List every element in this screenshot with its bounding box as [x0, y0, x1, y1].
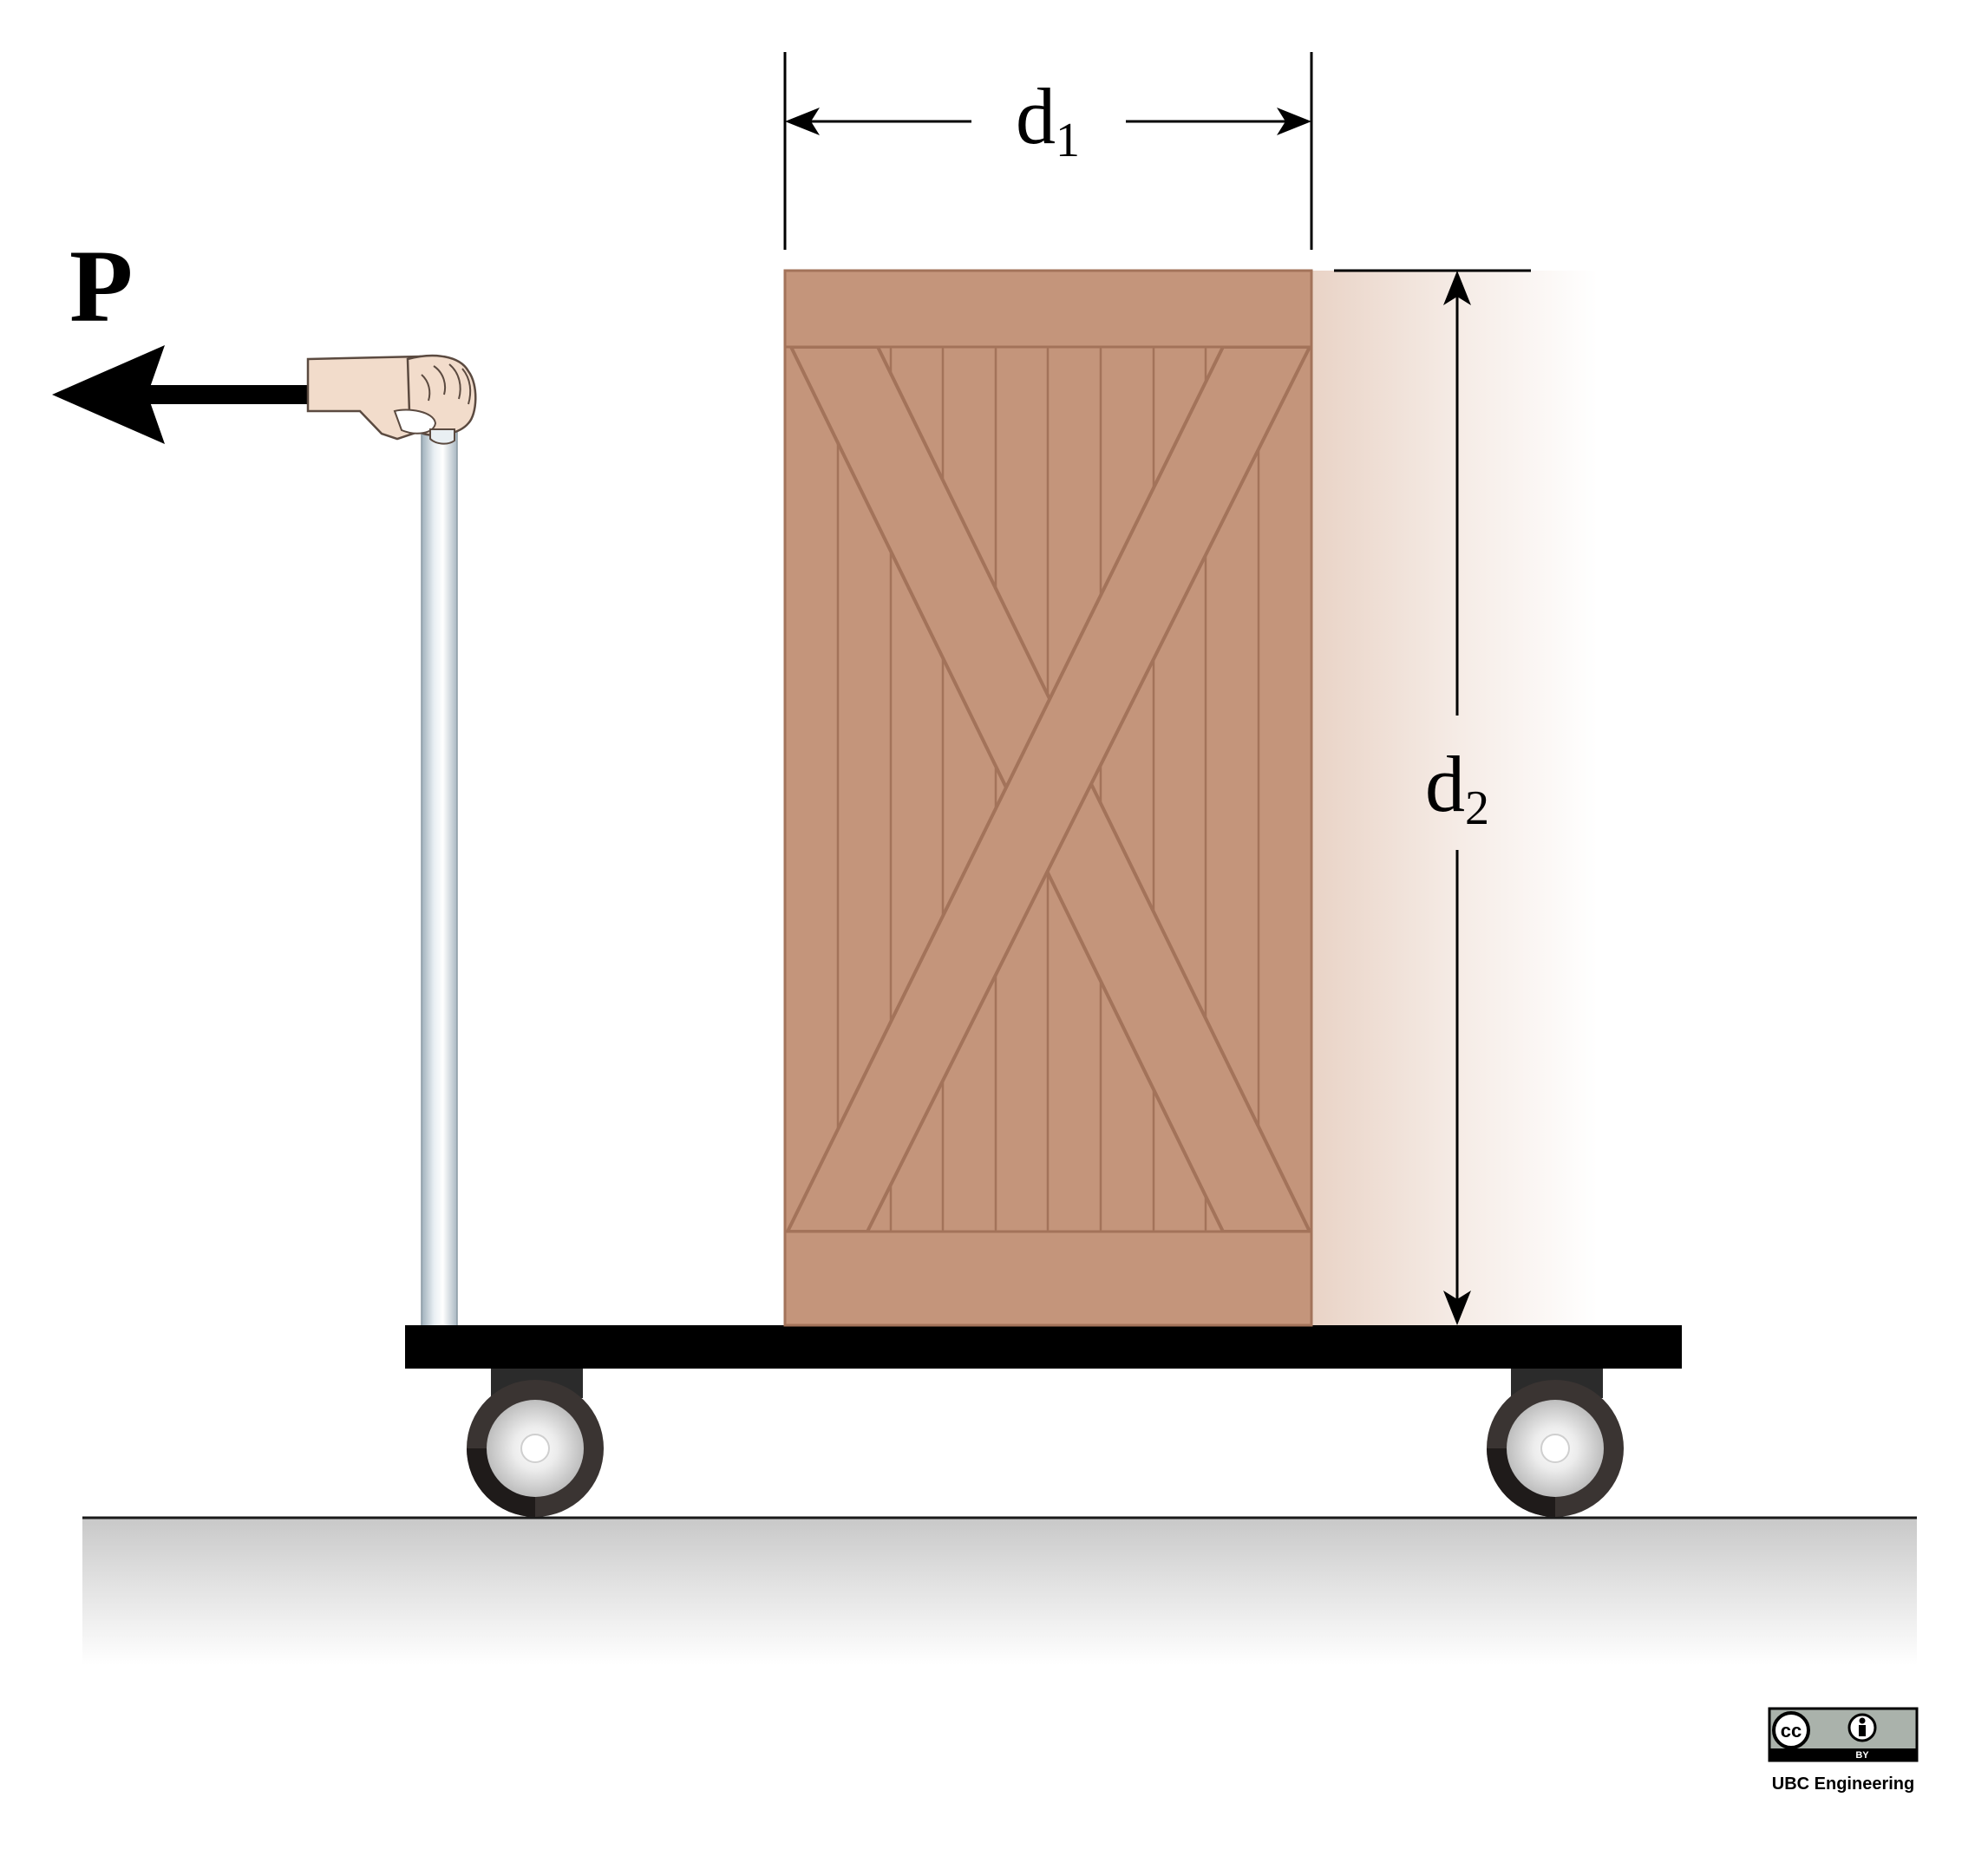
crate-top-board — [783, 269, 1313, 349]
cart-handle — [421, 414, 458, 1328]
hand-thumb — [393, 408, 437, 435]
handle-grip-cap — [429, 428, 455, 445]
badge-by-strip — [1770, 1748, 1916, 1760]
crate-bottom-board — [783, 1230, 1313, 1327]
cc-icon — [1772, 1711, 1810, 1749]
width-arrowhead-right — [1277, 108, 1311, 135]
attribution-icon — [1847, 1713, 1877, 1742]
badge-by-text: BY — [1855, 1750, 1869, 1761]
dimension-width: d1 — [783, 52, 1313, 250]
height-arrowhead-top — [1443, 271, 1471, 305]
crate — [783, 269, 1313, 1327]
hand-icon — [306, 354, 477, 445]
crate-shadow — [1311, 271, 1598, 1325]
dimension-label-d2: d2 — [1425, 740, 1489, 835]
ground-surface — [82, 1518, 1917, 1665]
force-label: P — [69, 228, 133, 343]
ground — [82, 1516, 1917, 1665]
cc-icon-label: cc — [1781, 1720, 1802, 1742]
height-arrowhead-bottom — [1443, 1291, 1471, 1325]
cart-deck — [405, 1325, 1682, 1369]
cart — [405, 414, 1682, 1517]
hand-knuckle-lines — [421, 363, 472, 405]
dimension-label-d1: d1 — [1016, 72, 1080, 167]
force-arrowhead — [52, 345, 165, 444]
dimension-height: d2 — [1334, 269, 1531, 1325]
license-credit: UBC Engineering — [1772, 1774, 1914, 1794]
cc-by-license-badge: cc BY UBC Engineering — [1768, 1707, 1919, 1794]
left-wheel — [467, 1380, 604, 1517]
right-wheel — [1487, 1380, 1624, 1517]
width-arrowhead-left — [785, 108, 820, 135]
